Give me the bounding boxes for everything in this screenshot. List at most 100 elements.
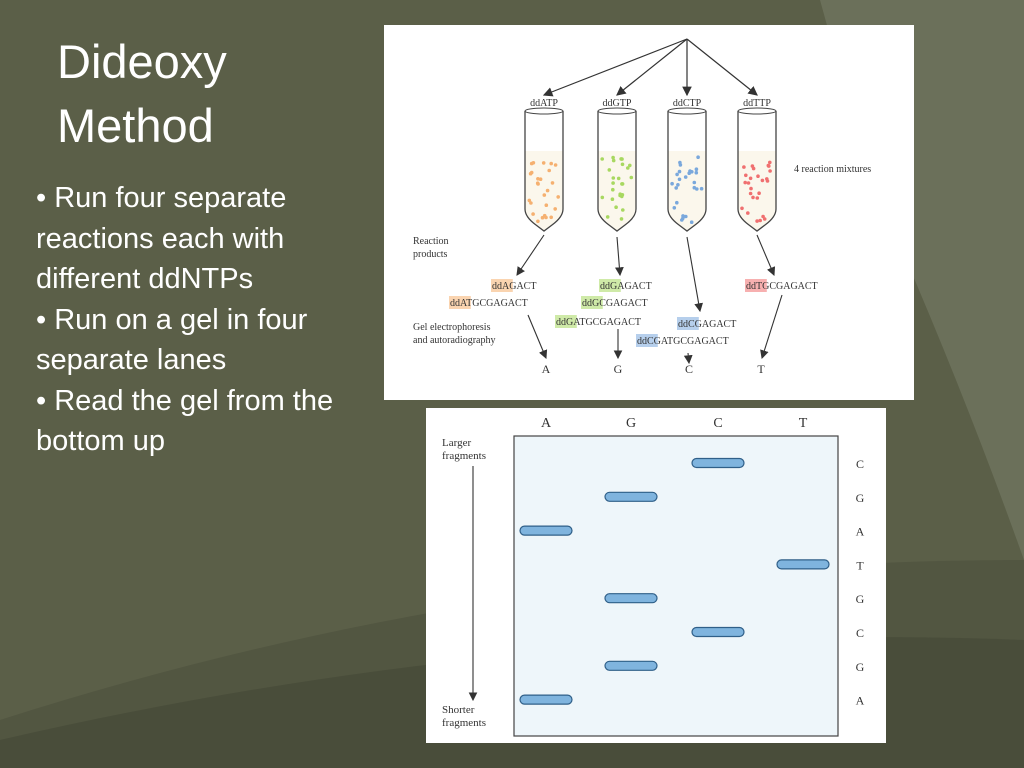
tube-dot bbox=[757, 191, 761, 195]
gel-band-g bbox=[604, 491, 658, 502]
tube-dot bbox=[621, 208, 625, 212]
lane-letter-c: C bbox=[685, 362, 693, 376]
tube-dot bbox=[529, 170, 534, 175]
tube-label-ddctp: ddCTP bbox=[673, 98, 702, 109]
product-sequence: ddTGCGAGACT bbox=[746, 281, 818, 292]
tube-dot bbox=[529, 161, 534, 166]
tube-dot bbox=[540, 215, 545, 220]
tube-dot bbox=[550, 181, 555, 185]
product-sequence: ddCGATGCGAGACT bbox=[637, 336, 729, 347]
tube-dot bbox=[742, 165, 746, 169]
dd-highlight bbox=[745, 279, 767, 292]
product-fragment: ddCGATGCGAGACT bbox=[636, 334, 729, 347]
tube-dot bbox=[675, 200, 679, 205]
readout-letter: C bbox=[856, 457, 864, 471]
tube-dot bbox=[756, 174, 760, 178]
tube-dot bbox=[680, 218, 684, 222]
tube-rim bbox=[737, 107, 777, 115]
tube-dot bbox=[544, 203, 549, 207]
sequence-readout: CGATGCGA bbox=[856, 457, 865, 708]
dd-highlight bbox=[636, 334, 658, 347]
bullet-list: • Run four separate reactions each with … bbox=[36, 178, 346, 462]
lane-letter-a: A bbox=[542, 362, 551, 376]
tube-dot bbox=[607, 168, 612, 172]
tube-dot bbox=[611, 176, 616, 180]
tube-dot bbox=[690, 170, 694, 174]
larger-label-line1: Larger bbox=[442, 437, 471, 449]
tube-dot bbox=[684, 214, 688, 219]
product-fragment: ddTGCGAGACT bbox=[745, 279, 818, 292]
sequence-rest: TGCGAGACT bbox=[466, 298, 528, 309]
gel-band-a bbox=[519, 694, 573, 705]
tube-dot bbox=[748, 191, 753, 196]
gel-label-line2: and autoradiography bbox=[413, 335, 495, 346]
tube-liquid bbox=[738, 151, 776, 231]
gel-header-c: C bbox=[713, 416, 722, 431]
tube-dot bbox=[696, 155, 700, 159]
tube-dot bbox=[746, 211, 750, 215]
gel-band-c bbox=[691, 457, 745, 469]
product-sequence: ddGATGCGAGACT bbox=[556, 317, 641, 328]
tube-dot bbox=[553, 163, 558, 167]
gel-header-g: G bbox=[626, 416, 636, 431]
tube-dot bbox=[616, 176, 621, 181]
bullet-item: • Read the gel from the bottom up bbox=[36, 384, 334, 458]
tube-outline bbox=[737, 111, 777, 232]
readout-letter: T bbox=[856, 558, 864, 572]
tube-label-ddttp: ddTTP bbox=[743, 98, 771, 109]
tube-dot bbox=[762, 217, 767, 221]
gel-band-g bbox=[604, 660, 658, 671]
tube-dot bbox=[547, 168, 551, 173]
tube-dot bbox=[749, 186, 753, 191]
sequence-rest: GATGCGAGACT bbox=[654, 336, 729, 347]
tube-dot bbox=[744, 173, 748, 178]
gel-bands bbox=[519, 457, 830, 705]
gel-label-line1: Gel electrophoresis bbox=[413, 322, 491, 333]
tube-dot bbox=[740, 206, 744, 211]
tube-dot bbox=[751, 195, 755, 200]
products-label-line1: Reaction bbox=[413, 236, 449, 247]
readout-letter: G bbox=[856, 660, 865, 674]
title-line-2: Method bbox=[57, 99, 214, 152]
dd-highlight bbox=[491, 279, 513, 292]
bullet-item: • Run on a gel in four separate lanes bbox=[36, 303, 308, 377]
product-sequence: ddGCGAGACT bbox=[582, 298, 648, 309]
product-sequence: ddGAGACT bbox=[600, 281, 652, 292]
tube-dot bbox=[619, 217, 624, 221]
dd-terminator: ddC bbox=[678, 319, 695, 330]
gel-slab bbox=[513, 435, 839, 737]
dd-terminator: ddT bbox=[746, 281, 762, 292]
tube-dot bbox=[626, 166, 630, 170]
product-fragment: ddATGCGAGACT bbox=[449, 296, 528, 309]
readout-letter: A bbox=[856, 694, 865, 708]
tube-dot bbox=[611, 158, 616, 163]
bullet-item: • Run four separate reactions each with … bbox=[36, 182, 287, 295]
tube-dot bbox=[610, 197, 615, 201]
shorter-label-line2: fragments bbox=[442, 717, 486, 729]
dd-terminator: ddG bbox=[582, 298, 599, 309]
larger-label-line2: fragments bbox=[442, 450, 486, 462]
mixture-label: 4 reaction mixtures bbox=[794, 164, 871, 175]
dd-terminator: ddG bbox=[556, 317, 573, 328]
dd-terminator: ddA bbox=[450, 298, 468, 309]
tube-dot bbox=[674, 186, 678, 190]
tube-dot bbox=[545, 188, 550, 193]
readout-letter: A bbox=[856, 525, 865, 539]
tube-dot bbox=[536, 177, 540, 181]
tube-dot bbox=[549, 161, 553, 166]
product-fragment: ddGAGACT bbox=[599, 279, 652, 292]
tube-dot bbox=[699, 186, 704, 191]
tube-dot bbox=[619, 157, 623, 161]
dd-highlight bbox=[599, 279, 621, 292]
dd-highlight bbox=[581, 296, 603, 309]
tube-dot bbox=[746, 181, 751, 185]
tube-rim bbox=[524, 107, 564, 115]
tube-dot bbox=[692, 180, 697, 185]
tube-liquid bbox=[525, 151, 563, 231]
tube-dot bbox=[544, 215, 548, 220]
tube-dot bbox=[605, 215, 610, 219]
tube-dot bbox=[611, 155, 615, 160]
tube-dot bbox=[743, 180, 747, 185]
reaction-products: ddAGACTddATGCGAGACTddGAGACTddGCGAGACTddG… bbox=[449, 279, 818, 347]
tube-dot bbox=[755, 219, 759, 223]
